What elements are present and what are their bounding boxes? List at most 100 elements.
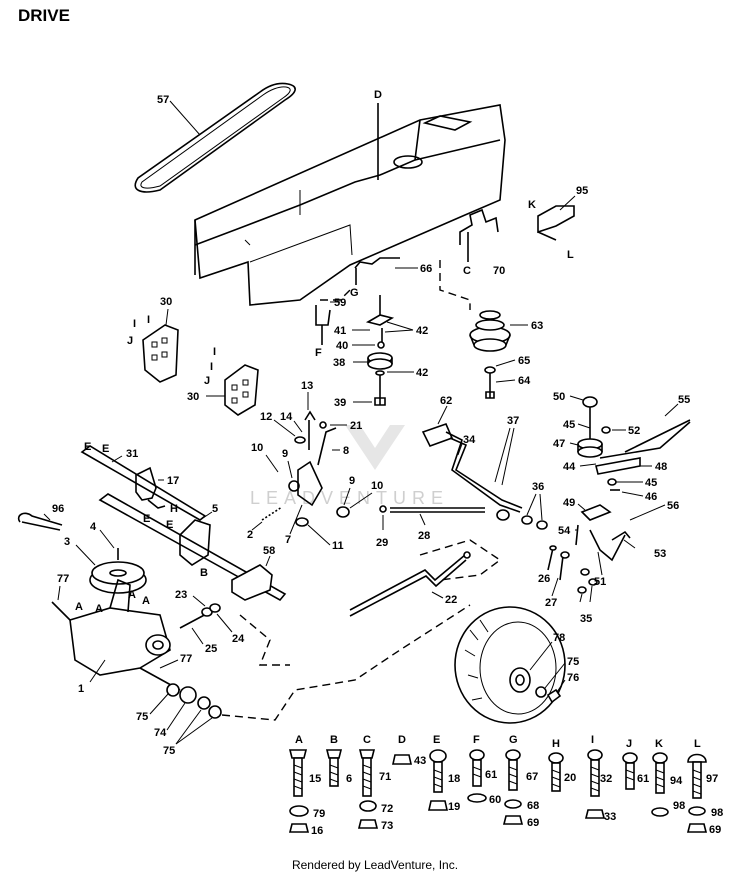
callout-62: 62: [440, 395, 452, 407]
key-F-part1: 61: [485, 769, 497, 781]
callout-5: 5: [212, 503, 218, 515]
key-F-letter: F: [473, 734, 480, 746]
callout-48: 48: [655, 461, 667, 473]
callout-11: 11: [332, 540, 344, 552]
pulley-3: [89, 548, 147, 594]
key-H-letter: H: [552, 738, 560, 750]
letter-I4: I: [210, 361, 213, 373]
key-L-letter: L: [694, 738, 701, 750]
letter-A1: A: [75, 601, 83, 613]
pulley-63: [469, 310, 511, 352]
callout-45a: 45: [563, 419, 575, 431]
callout-95: 95: [576, 185, 588, 197]
callout-66: 66: [420, 263, 432, 275]
letter-I3: I: [213, 346, 216, 358]
key-J-part1: 61: [637, 773, 649, 785]
letter-A2: A: [95, 603, 103, 615]
key-E-part1: 18: [448, 773, 460, 785]
callout-63: 63: [531, 320, 543, 332]
key-H-part1: 20: [564, 772, 576, 784]
key-A-letter: A: [295, 734, 303, 746]
hardware-key: A 15 79 16 B 6 C 71 72 73 D 43 E 18: [288, 734, 723, 837]
key-E-part2: 19: [448, 801, 460, 813]
callout-65: 65: [518, 355, 530, 367]
bolt-64: [484, 366, 496, 399]
key-I-part2: 33: [604, 811, 616, 823]
callout-26: 26: [538, 573, 550, 585]
idler-assembly: [365, 295, 395, 406]
key-A-part2: 79: [313, 808, 325, 820]
lever-assembly: [261, 410, 350, 527]
callout-59: 59: [334, 297, 346, 309]
bracket-5: [98, 493, 287, 602]
part-58: [231, 564, 273, 601]
callout-28: 28: [418, 530, 430, 542]
watermark-text: LEADVENTURE: [250, 488, 449, 508]
key-K-letter: K: [655, 738, 663, 750]
callout-58: 58: [263, 545, 275, 557]
belt-route-dashed: [221, 604, 471, 721]
letter-E4: E: [166, 519, 173, 531]
callout-17: 17: [167, 475, 179, 487]
callout-56: 56: [667, 500, 679, 512]
letter-L: L: [567, 249, 574, 261]
callout-53: 53: [654, 548, 666, 560]
callout-57: 57: [157, 94, 169, 106]
callout-3: 3: [64, 536, 70, 548]
bracket-59: [315, 305, 331, 326]
collar-36: [496, 509, 548, 530]
callout-14: 14: [280, 411, 293, 423]
washer-75: [535, 686, 547, 698]
footer-credit: Rendered by LeadVenture, Inc.: [291, 858, 459, 872]
callout-75c: 75: [567, 656, 579, 668]
callout-12: 12: [260, 411, 272, 423]
key-F-part2: 60: [489, 794, 501, 806]
letter-I1: I: [133, 318, 136, 330]
key-G-part3: 69: [527, 817, 539, 829]
rod-28: [379, 505, 485, 513]
callout-77b: 77: [180, 653, 192, 665]
key-D-letter: D: [398, 734, 406, 746]
hairpin-96: [17, 512, 63, 531]
key-K-part2: 98: [673, 800, 685, 812]
callout-77a: 77: [57, 573, 69, 585]
bracket-30-upper: [142, 324, 179, 383]
callout-24: 24: [232, 633, 245, 645]
callout-34: 34: [463, 434, 476, 446]
key-I-letter: I: [591, 734, 594, 746]
key-C-letter: C: [363, 734, 371, 746]
letter-J1: J: [127, 335, 133, 347]
shift-lever-34: [421, 422, 523, 513]
callout-42a: 42: [416, 325, 428, 337]
bracket-30-lower: [224, 364, 259, 416]
key-A-part3: 16: [311, 825, 323, 837]
callout-22: 22: [445, 594, 457, 606]
key-L-part2: 98: [711, 807, 723, 819]
key-I-part1: 32: [600, 773, 612, 785]
letter-I2: I: [147, 314, 150, 326]
callout-10a: 10: [251, 442, 263, 454]
tire-78: [454, 606, 566, 724]
callout-36: 36: [532, 481, 544, 493]
nut-76: [546, 688, 562, 704]
callout-27: 27: [545, 597, 557, 609]
callout-7: 7: [285, 534, 291, 546]
key-B-letter: B: [330, 734, 338, 746]
letter-E1: E: [84, 441, 91, 453]
diagram-title: DRIVE: [18, 6, 70, 25]
callout-49: 49: [563, 497, 575, 509]
callout-39: 39: [334, 397, 346, 409]
callout-75a: 75: [136, 711, 148, 723]
key-C-part2: 72: [381, 803, 393, 815]
callout-25: 25: [205, 643, 217, 655]
callout-42b: 42: [416, 367, 428, 379]
callout-44: 44: [563, 461, 576, 473]
callout-30a: 30: [160, 296, 172, 308]
bracket-95: [537, 205, 575, 241]
callout-75b: 75: [163, 745, 175, 757]
frame-body: [194, 104, 506, 306]
letter-D: D: [374, 89, 382, 101]
axle-spacers: [166, 683, 222, 719]
callout-45b: 45: [645, 477, 657, 489]
key-C-part1: 71: [379, 771, 391, 783]
